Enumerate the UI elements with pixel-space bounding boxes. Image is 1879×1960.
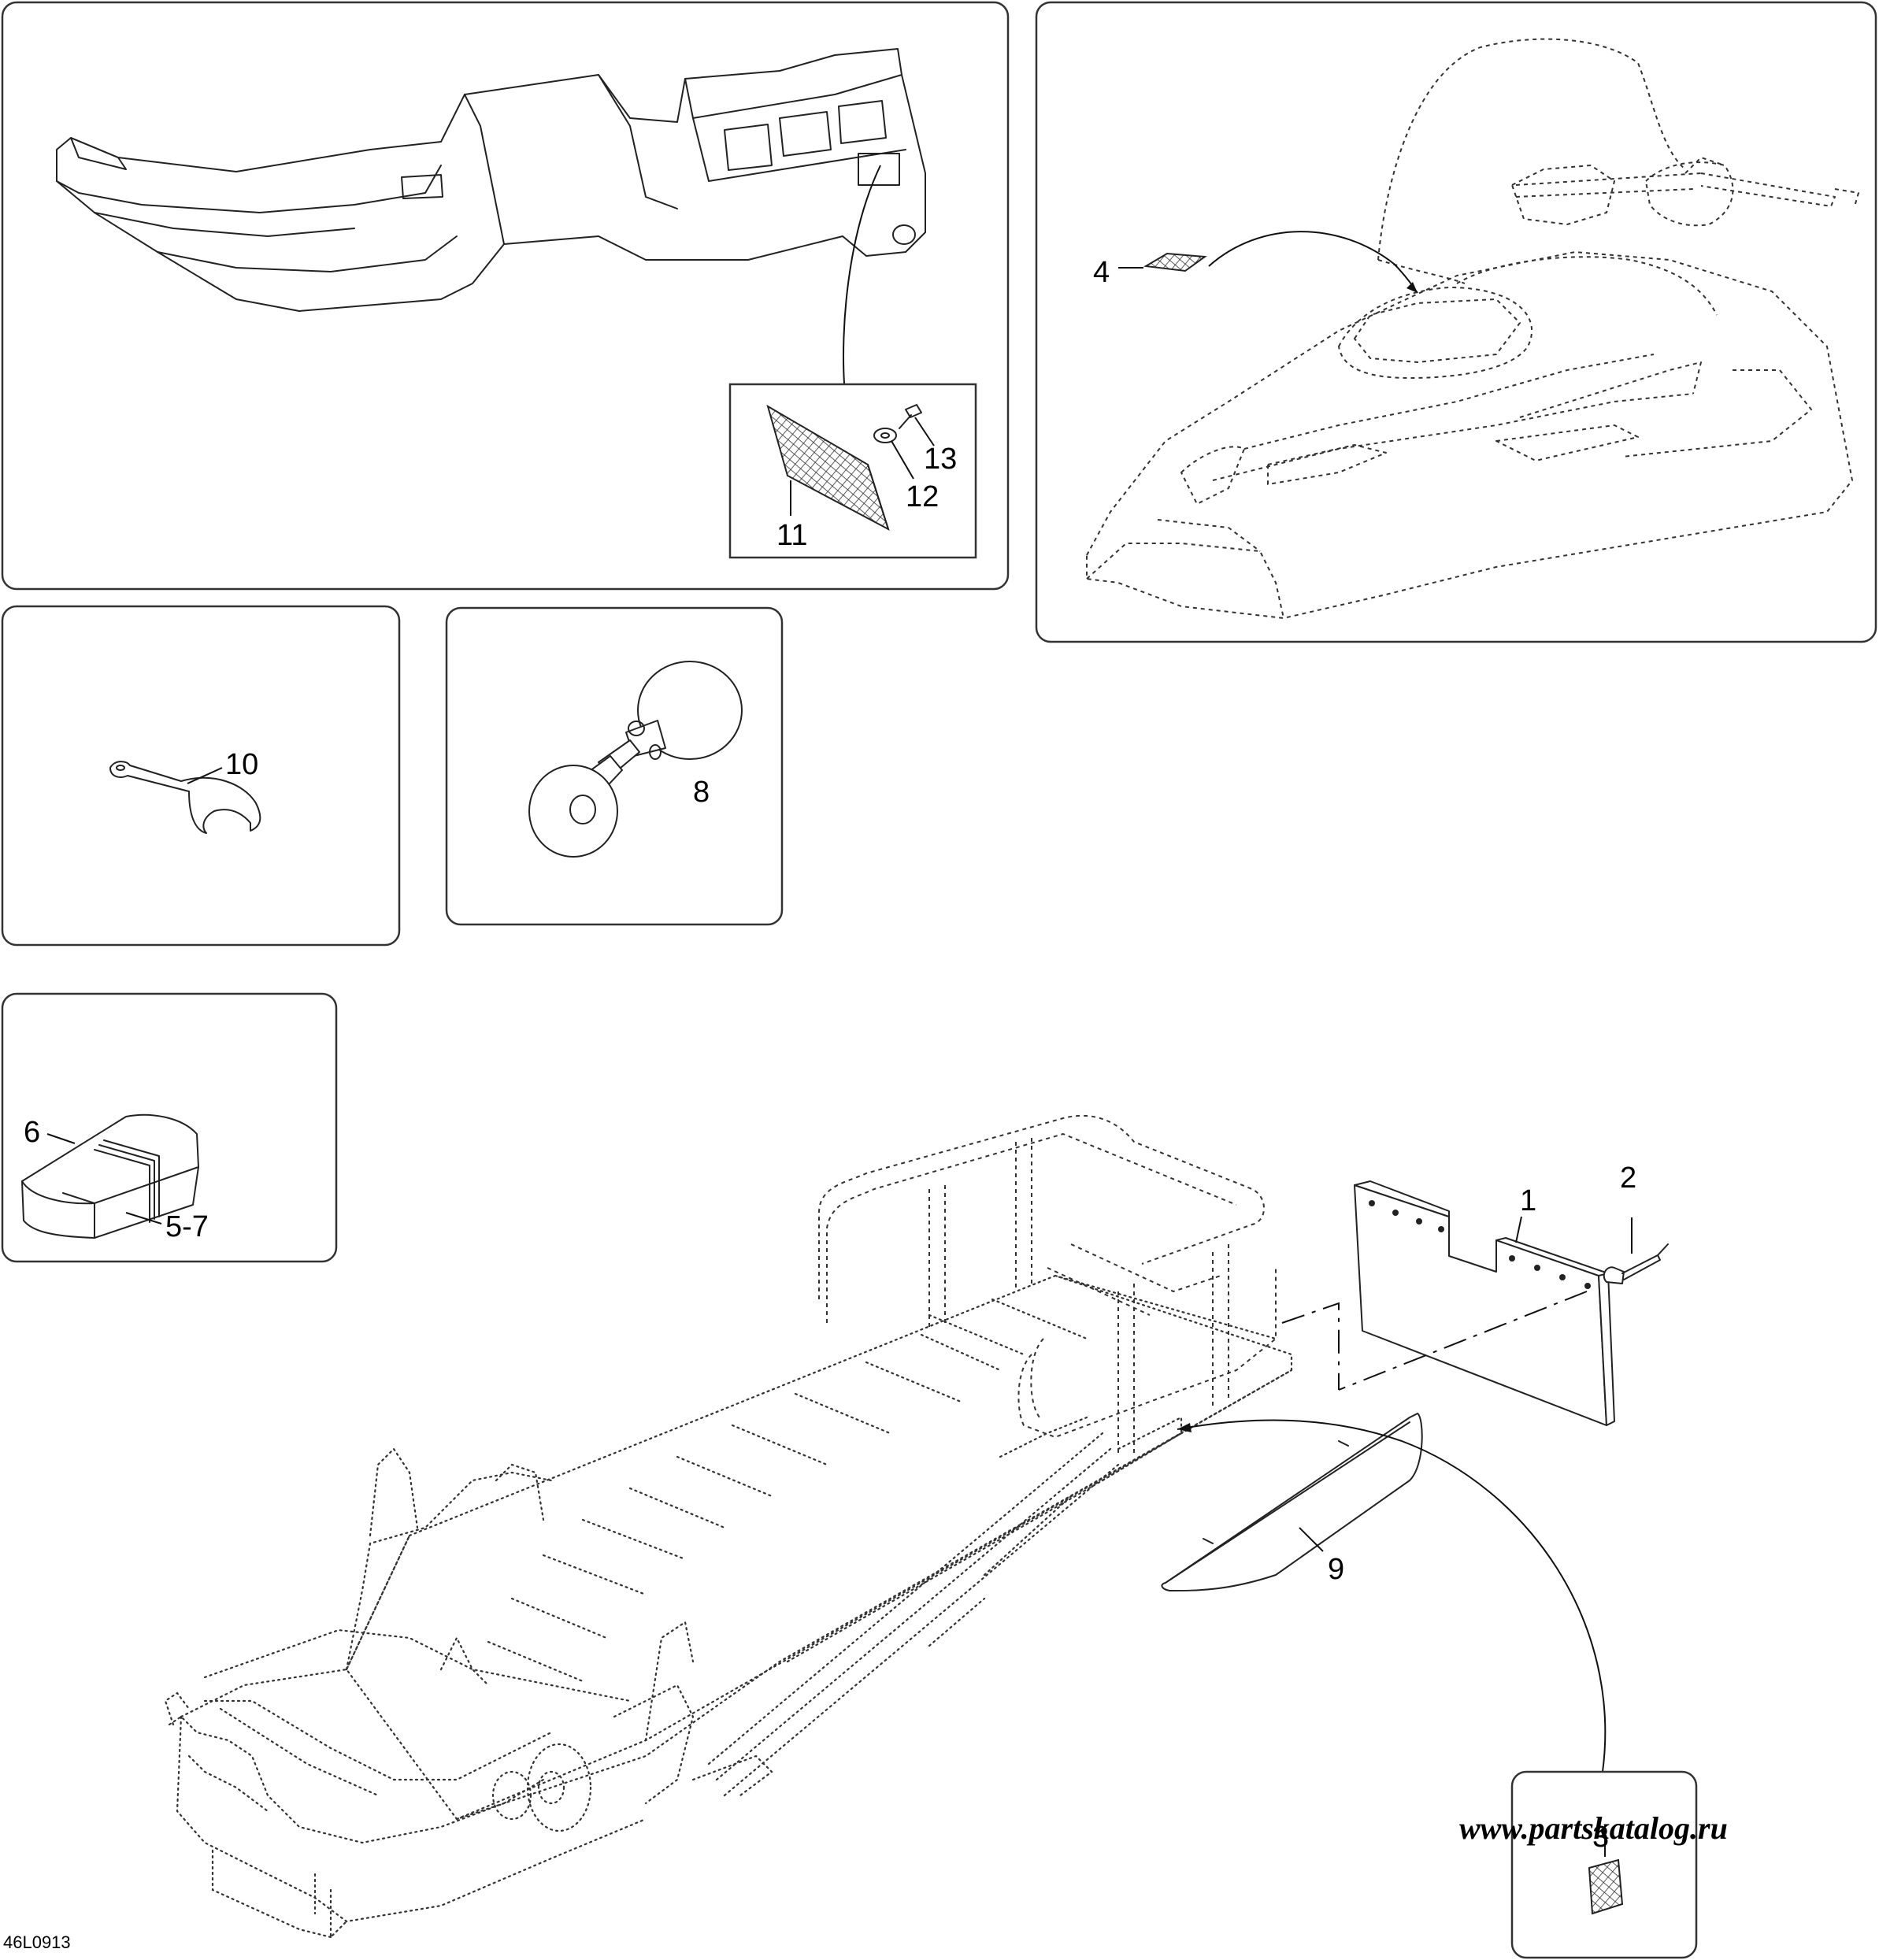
hood-drawing [1086, 38, 1859, 619]
rail-drawing [691, 1416, 1183, 1797]
callout-8: 8 [693, 776, 710, 809]
leader-bumper-to-kit [843, 165, 881, 384]
panel-horn [445, 606, 784, 926]
callout-11: 11 [776, 519, 807, 552]
chassis-assembly [164, 1114, 1293, 1940]
rivet-part [1603, 1243, 1669, 1284]
callout-13: 13 [924, 443, 957, 476]
tool-part [109, 761, 261, 834]
rear-reflector-part [1588, 1858, 1624, 1915]
figure-code: 46L0913 [3, 1932, 71, 1952]
bag-part [21, 1113, 199, 1239]
panel-frame [1, 605, 401, 947]
callout-9: 9 [1328, 1553, 1344, 1586]
mud-flap-part [1354, 1180, 1615, 1426]
callout-2: 2 [1620, 1162, 1636, 1195]
callout-5-7: 5-7 [165, 1210, 209, 1243]
leader-reflector-to-rail [1177, 1419, 1607, 1773]
panel-tool [1, 605, 401, 947]
callout-12: 12 [906, 480, 939, 513]
horn-part [528, 661, 743, 858]
panel-rear-bumper [1, 1, 1010, 591]
tunnel-drawing [345, 1274, 1293, 1821]
panel-hood [1035, 1, 1877, 643]
rear-bumper-drawing [56, 48, 926, 312]
panel-frame [1035, 1, 1877, 643]
front-frame-drawing [164, 1447, 695, 1940]
callout-10: 10 [225, 748, 258, 781]
rack-drawing [818, 1114, 1277, 1457]
side-reflector-part [1161, 1413, 1423, 1591]
decal-part [1143, 252, 1207, 272]
callout-6: 6 [24, 1116, 40, 1149]
callout-1: 1 [1520, 1184, 1536, 1217]
callout-4: 4 [1093, 256, 1110, 289]
washer-part [873, 428, 897, 443]
screw-part [905, 404, 922, 418]
watermark-text: www.partskatalog.ru [1459, 1810, 1728, 1846]
callout-3: 3 [1592, 1821, 1609, 1854]
panel-bag [1, 992, 338, 1263]
